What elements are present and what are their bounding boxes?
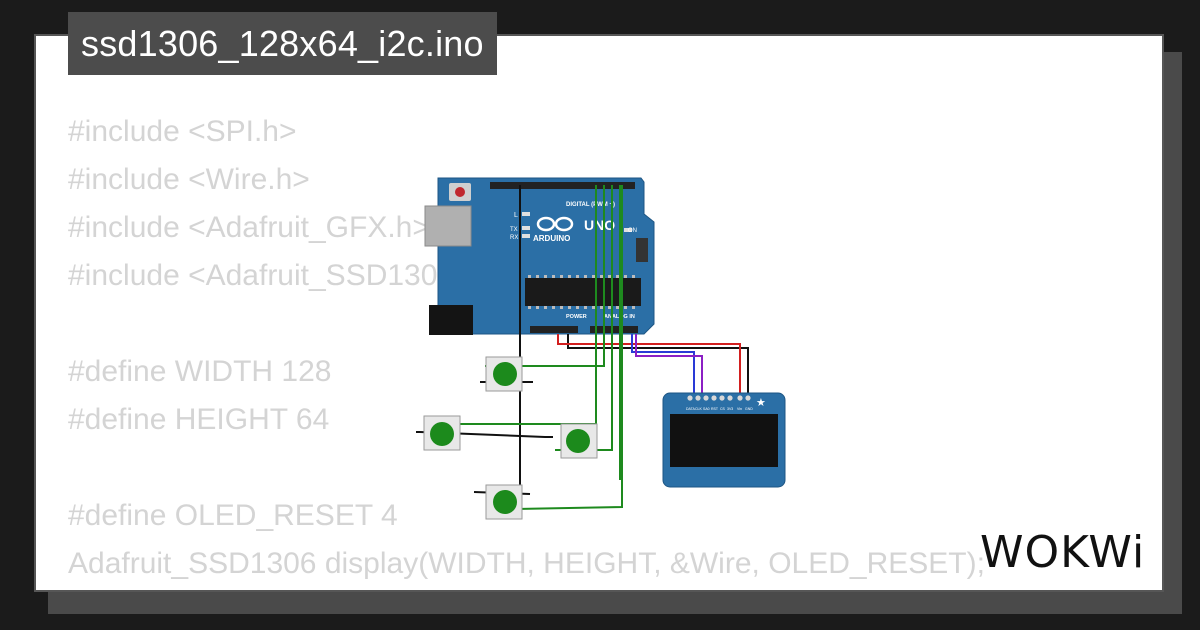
pushbutton-4[interactable] (485, 484, 523, 520)
code-line: #include <SPI.h> (68, 115, 297, 148)
icsp-header (636, 238, 648, 262)
l-led (522, 212, 530, 216)
board-model: UNO (584, 217, 615, 233)
code-line: #define WIDTH 128 (68, 355, 332, 388)
power-jack (429, 305, 473, 335)
ssd1306-oled-display[interactable]: ★ DATA CLK SA0 RST CS 3V3 Vin GND (662, 392, 786, 488)
pushbutton-2[interactable] (423, 415, 461, 451)
tx-led (522, 226, 530, 230)
rx-label: RX (510, 235, 518, 241)
digital-label: DIGITAL (PWM ~) (566, 202, 615, 208)
board-brand: ARDUINO (533, 234, 570, 243)
power-label: POWER (566, 314, 587, 320)
l-label: L (514, 212, 518, 219)
oled-pin-label: GND (745, 407, 753, 411)
tx-label: TX (510, 227, 518, 233)
star-icon: ★ (756, 396, 766, 409)
code-line: #define HEIGHT 64 (68, 403, 330, 436)
wokwi-logo: WOKWi (980, 527, 1145, 575)
on-led (624, 228, 632, 232)
wokwi-logo-text: WOKWi (980, 527, 1145, 575)
arduino-logo-icon (536, 216, 574, 232)
rx-led (522, 234, 530, 238)
code-line: #define OLED_RESET 4 (68, 499, 398, 532)
reset-icon (455, 187, 465, 197)
code-line: #include <Wire.h> (68, 163, 310, 196)
oled-pin-label: 3V3 (727, 407, 733, 411)
oled-pin-label: Vin (737, 407, 742, 411)
pushbutton-3[interactable] (560, 423, 598, 459)
code-line: Adafruit_SSD1306 display(WIDTH, HEIGHT, … (68, 547, 985, 580)
analog-header (590, 326, 638, 333)
on-label: ON (628, 228, 637, 234)
pushbutton-1[interactable] (485, 356, 523, 392)
code-line: #include <Adafruit_GFX.h> (68, 211, 430, 244)
oled-pin-label: RST (711, 407, 719, 411)
oled-pin-label: CLK (695, 407, 702, 411)
oled-pin-label: SA0 (703, 407, 710, 411)
arduino-uno-board[interactable]: L TX RX ON UNO ARDUINO DIGITAL (PWM ~) P… (424, 177, 655, 335)
oled-pin-label: DATA (686, 407, 695, 411)
usb-port (424, 205, 472, 247)
power-header (530, 326, 578, 333)
digital-header (490, 182, 635, 189)
atmega-chip (525, 278, 641, 306)
project-title: ssd1306_128x64_i2c.ino (68, 12, 497, 75)
oled-pin-label: CS (720, 407, 726, 411)
